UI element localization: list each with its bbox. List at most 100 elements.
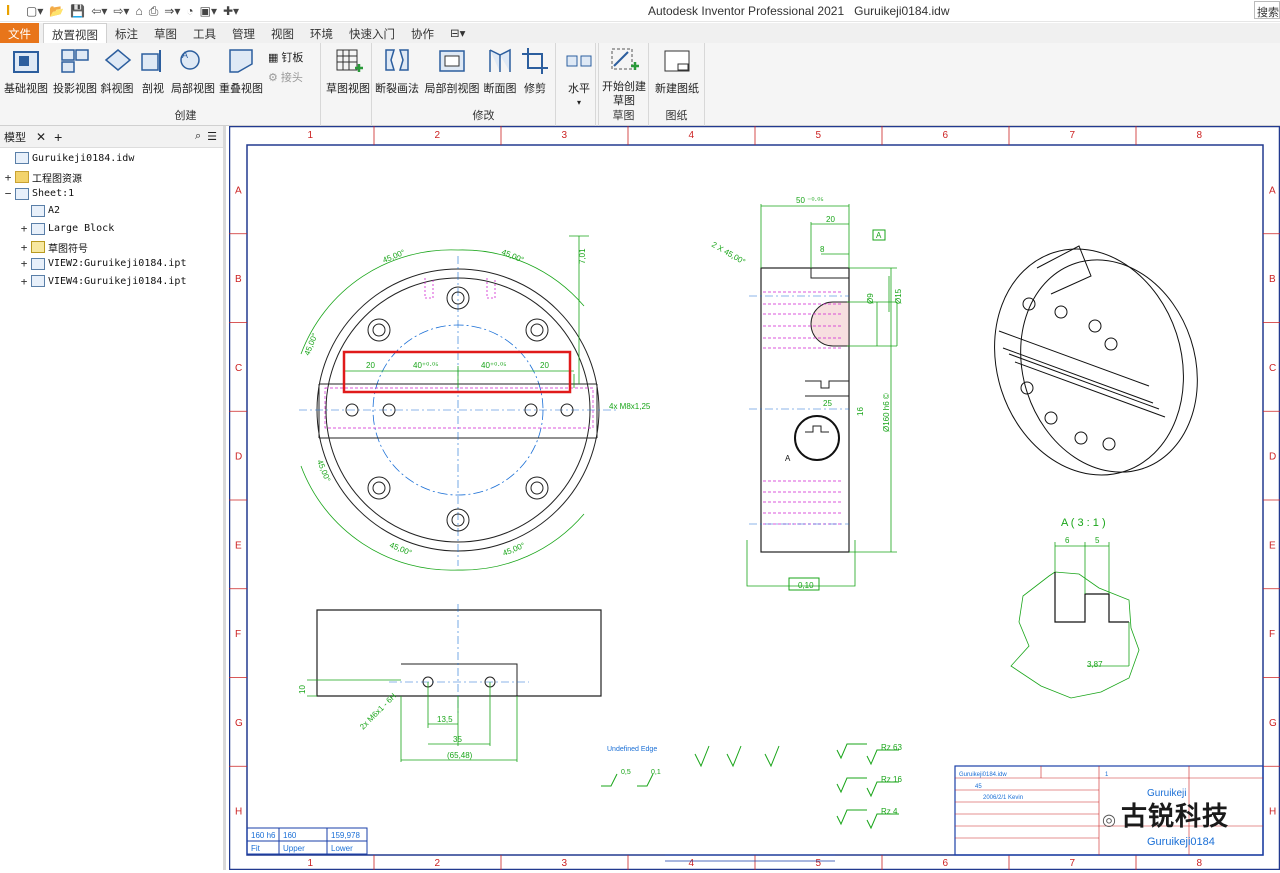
break-button[interactable]: 断裂画法: [374, 46, 420, 96]
dim-dia-9[interactable]: Ø9: [866, 293, 875, 304]
fit-head-lower: Lower: [331, 844, 353, 853]
overlay-view-button[interactable]: 重叠视图: [218, 46, 264, 96]
tab-1[interactable]: 放置视图: [43, 23, 107, 43]
watermark-label: 古锐科技: [1120, 801, 1229, 831]
tree-expander-icon[interactable]: +: [20, 240, 28, 254]
print-icon[interactable]: ⎙: [148, 4, 159, 18]
detail-view-button[interactable]: A 局部视图: [170, 46, 216, 96]
dim-width-8[interactable]: 8: [820, 245, 825, 254]
tab-4[interactable]: 工具: [193, 29, 216, 41]
dim-20-right[interactable]: 20: [540, 361, 549, 370]
dim-dia-160[interactable]: Ø160 h6 ©: [882, 393, 891, 432]
detail-dim-387[interactable]: 3,87: [1087, 660, 1103, 669]
dim-hole-callout[interactable]: 4x M8x1,25: [609, 402, 651, 411]
detail-dim-6[interactable]: 6: [1065, 536, 1070, 545]
update-icon[interactable]: ⇒▾: [164, 4, 181, 18]
dim-25[interactable]: 25: [823, 399, 832, 408]
tree-expander-icon[interactable]: +: [20, 222, 28, 235]
browser-tab-model[interactable]: 模型: [4, 131, 26, 144]
draft-view-button[interactable]: 草图视图: [324, 46, 372, 96]
base-view-button[interactable]: 基础视图: [4, 46, 48, 96]
tree-expander-icon[interactable]: +: [4, 170, 12, 184]
appearance-icon[interactable]: ▣▾: [199, 4, 217, 18]
add-icon[interactable]: ✚▾: [223, 4, 240, 18]
detail-dim-5[interactable]: 5: [1095, 536, 1100, 545]
tab-5[interactable]: 管理: [232, 29, 255, 41]
dim-flatness[interactable]: 0,10: [798, 581, 814, 590]
edge-symbols[interactable]: Undefined Edge 0,5 0,1: [601, 746, 661, 787]
side-view[interactable]: 50 ⁻⁰·⁰⁵ 20 8 2 X 45,00° Ø9 Ø15 25 16 Ø1…: [710, 196, 903, 591]
tree-expander-icon[interactable]: +: [20, 257, 28, 270]
nailboard-button[interactable]: ▦钉板: [268, 49, 303, 65]
auxiliary-view-button[interactable]: 斜视图: [100, 46, 134, 96]
fit-table[interactable]: 160 h6 160 159,978 Fit Upper Lower: [246, 827, 368, 855]
dim-dia-15[interactable]: Ø15: [894, 288, 903, 304]
bottom-dim-35[interactable]: 35: [453, 735, 462, 744]
inventor-logo-icon[interactable]: I: [6, 2, 11, 19]
tab-0[interactable]: 文件: [0, 23, 39, 43]
dim-40-right[interactable]: 40⁺⁰·⁰⁵: [481, 361, 507, 370]
tree-item-4[interactable]: +Large Block: [20, 222, 115, 235]
undo-icon[interactable]: ⇦▾: [91, 4, 108, 18]
tree-item-5[interactable]: +草图符号: [20, 240, 88, 255]
section-view-button[interactable]: 剖视: [138, 46, 168, 96]
isometric-view[interactable]: [966, 224, 1224, 500]
connector-button[interactable]: ⚙接头: [268, 69, 303, 85]
horizontal-button[interactable]: 水平▾: [560, 46, 598, 108]
tree-item-3[interactable]: A2: [20, 204, 60, 217]
save-icon[interactable]: 💾: [70, 4, 86, 18]
start-sketch-button[interactable]: 开始创建草图: [600, 46, 648, 108]
new-sheet-button[interactable]: 新建图纸: [653, 46, 701, 96]
search-icon[interactable]: ⌕: [194, 130, 202, 142]
tree-item-2[interactable]: −Sheet:1: [4, 187, 74, 200]
surface-roughness-symbols[interactable]: Rz 63 Rz 16 Rz 4: [694, 743, 902, 830]
projected-view-button[interactable]: 投影视图: [52, 46, 98, 96]
horizontal-align-icon: [566, 55, 592, 67]
open-icon[interactable]: 📂: [49, 4, 65, 18]
tab-8[interactable]: 快速入门: [349, 29, 395, 41]
tree-item-7[interactable]: +VIEW4:Guruikeji0184.ipt: [20, 274, 187, 288]
tab-7[interactable]: 环境: [310, 29, 333, 41]
ribbon-group-create: 基础视图 投影视图 斜视图 剖视 A 局部视图 重叠视图 ▦钉板 ⚙接头 创建: [0, 43, 372, 126]
datum-a[interactable]: A: [876, 231, 882, 240]
app-name: Autodesk Inventor Professional 2021: [648, 4, 845, 18]
add-tab-icon[interactable]: +: [54, 128, 63, 145]
zone-col-label: 6: [943, 858, 949, 869]
detail-view-a[interactable]: A ( 3 : 1 ) 6 5 3,87: [1010, 517, 1140, 699]
menu-icon[interactable]: ☰: [207, 131, 217, 143]
new-icon[interactable]: ▢▾: [26, 4, 44, 18]
dim-width-50[interactable]: 50 ⁻⁰·⁰⁵: [796, 196, 824, 205]
break-out-button[interactable]: 局部剖视图: [424, 46, 480, 96]
measure-icon[interactable]: ◔: [186, 4, 194, 18]
bottom-dim-10[interactable]: 10: [298, 685, 307, 694]
bottom-dim-6548[interactable]: (65,48): [447, 751, 473, 760]
tab-3[interactable]: 草图: [154, 29, 177, 41]
tree-item-6[interactable]: +VIEW2:Guruikeji0184.ipt: [20, 257, 187, 270]
ribbon-group-sheet: 新建图纸 图纸: [649, 43, 705, 126]
tree-item-0[interactable]: Guruikeji0184.idw: [4, 152, 134, 164]
tab-9[interactable]: 协作: [411, 29, 434, 41]
dim-40-left[interactable]: 40⁺⁰·⁰⁵: [413, 361, 439, 370]
zone-col-label: 4: [689, 858, 695, 869]
close-icon[interactable]: ✕: [36, 129, 47, 144]
slice-button[interactable]: 断面图: [482, 46, 518, 96]
tree-item-1[interactable]: +工程图资源: [4, 170, 82, 185]
crop-button[interactable]: 修剪: [520, 46, 550, 96]
dim-16[interactable]: 16: [856, 407, 865, 416]
bottom-dim-135[interactable]: 13,5: [437, 715, 453, 724]
dim-width-20[interactable]: 20: [826, 215, 835, 224]
title-block[interactable]: Guruikeji0184.idw 45 2006/2/1 Kevin 1 Gu…: [665, 765, 1264, 862]
section-label-a[interactable]: A: [785, 454, 791, 463]
home-icon[interactable]: ⌂: [135, 4, 143, 18]
tab-2[interactable]: 标注: [115, 29, 138, 41]
redo-icon[interactable]: ⇨▾: [113, 4, 130, 18]
tab-6[interactable]: 视图: [271, 29, 294, 41]
dim-20-left[interactable]: 20: [366, 361, 375, 370]
search-input[interactable]: 搜索: [1254, 1, 1280, 19]
dim-side-height[interactable]: 7,01: [578, 248, 587, 264]
tree-expander-icon[interactable]: +: [20, 274, 28, 288]
tab-10[interactable]: ⊟▾: [450, 28, 466, 40]
tree-expander-icon[interactable]: −: [4, 187, 12, 200]
